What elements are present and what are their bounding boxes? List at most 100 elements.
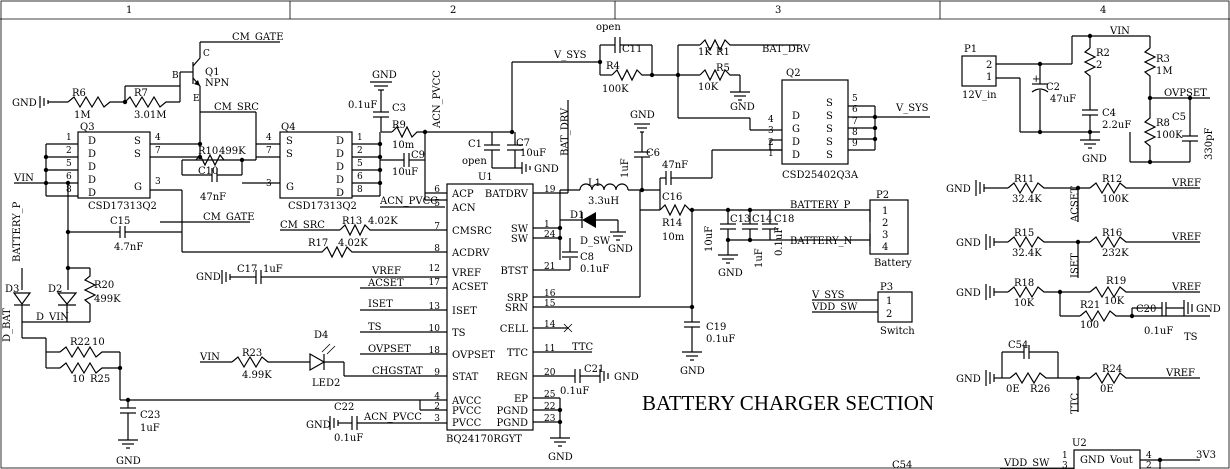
u1-pin-name: ACN: [451, 203, 476, 214]
c5-ref: C5: [1172, 112, 1186, 123]
c23-value: 1uF: [140, 423, 160, 434]
pin-s: S: [134, 149, 141, 160]
c9-value: 10uF: [392, 167, 418, 178]
pin-num: 7: [852, 117, 858, 127]
c16-value: 0.1uF: [580, 264, 609, 275]
pin-s: S: [826, 124, 833, 135]
gnd-label: GND: [614, 372, 639, 383]
u1-pin-name: AVCC: [451, 396, 482, 407]
c13-value: 1uF: [754, 248, 765, 268]
c7-value: open: [462, 156, 487, 167]
p2-label: Battery: [874, 258, 912, 269]
gnd-label: GND: [956, 288, 981, 299]
u2-pin-gnd: GND: [1080, 455, 1105, 466]
r23-ref: R23: [242, 348, 262, 359]
q2-mosfet: Q2 CSD25402Q3A G D D D S S S S S 4 3 2 1…: [768, 68, 930, 181]
c4-value: 2.2uF: [1102, 120, 1131, 131]
u1-pin-number: 21: [544, 262, 555, 272]
u1-pin-number: 7: [434, 222, 440, 232]
r15-ref: R15: [1014, 228, 1034, 239]
u1-pin-number: 19: [544, 185, 556, 195]
r6-value: 1M: [74, 110, 91, 121]
gnd-label: GND: [12, 98, 37, 109]
u1-pin-number: 18: [429, 346, 441, 356]
net-iset: ISET: [368, 299, 393, 310]
u1-pin-name: SRN: [505, 303, 528, 314]
net-vref: VREF: [371, 266, 401, 277]
r11-ref: R11: [1014, 174, 1034, 185]
c3-value: 0.1uF: [348, 100, 377, 111]
c3-ref: C3: [392, 103, 406, 114]
pin-d: D: [792, 111, 800, 122]
net-d-vin: D_VIN: [36, 312, 69, 323]
pin-num: 2: [1146, 461, 1152, 469]
q1-pin-e: E: [193, 94, 200, 104]
c16-ref: C8: [580, 252, 594, 263]
gnd-label: GND: [548, 452, 573, 463]
zone-label: 3: [775, 5, 781, 16]
q1-pin-b: B: [172, 71, 179, 81]
u1-pin-number: 10: [429, 324, 441, 334]
c10-ref: C10: [198, 166, 218, 177]
r3-ref: R3: [1156, 54, 1170, 65]
q2-part: CSD25402Q3A: [782, 170, 859, 181]
r17-value: 4.02K: [338, 238, 368, 249]
c11-value: 47nF: [662, 160, 688, 171]
q4-ref: Q4: [281, 122, 296, 133]
net-3v3: 3V3: [1196, 450, 1216, 461]
q3-ref: Q3: [80, 122, 95, 133]
r2-value: 2: [1096, 60, 1102, 71]
r4-ref: R4: [606, 61, 620, 72]
u2-pin-vout: Vout: [1109, 455, 1133, 466]
pin-s: S: [826, 137, 833, 148]
gnd-label: GND: [534, 164, 559, 175]
p3-switch-connector[interactable]: P3 1 2 V_SYS VDD_SW Switch: [811, 282, 915, 337]
u2-ref: U2: [1072, 438, 1087, 449]
u1-pin-number: 5: [434, 199, 440, 209]
r25-ref: R25: [90, 374, 110, 385]
c12-ref: C13: [730, 214, 750, 225]
r18-value: 10K: [1014, 298, 1035, 309]
pin-num: 6: [66, 172, 72, 182]
r13-ref: R13: [342, 216, 362, 227]
divider-networks: GND R11 32.4K ACSET R12 100K VREF GND R1…: [946, 174, 1221, 414]
pin-num: 2: [66, 146, 72, 156]
pin-num: 8: [852, 128, 858, 138]
c6-ref: C7: [516, 138, 530, 149]
net-vref-3: VREF: [1171, 232, 1201, 243]
u1-pin-number: 16: [544, 289, 556, 299]
pin-s: S: [286, 149, 293, 160]
r26-ref: R26: [1030, 384, 1050, 395]
c2-ref: C2: [1046, 82, 1060, 93]
pin-d: D: [792, 150, 800, 161]
pin-num: 7: [155, 146, 161, 156]
p3-label: Switch: [880, 326, 915, 337]
p2-battery-connector[interactable]: P2 1 2 3 4 Battery: [869, 190, 912, 269]
q3-mosfet: Q3 CSD17313Q2 D D D D D S S G 1 2 5 6 8 …: [13, 122, 200, 232]
pin-d: D: [88, 188, 96, 199]
u1-pin-number: 20: [544, 368, 556, 378]
u1-part: BQ24170RGYT: [446, 434, 522, 445]
pin-s: S: [826, 98, 833, 109]
pin-num: 3: [768, 126, 774, 136]
net-v-sys-2: V_SYS: [895, 103, 929, 114]
pin-s: S: [826, 150, 833, 161]
u1-ref: U1: [478, 172, 493, 183]
pin-d: D: [88, 149, 96, 160]
net-ttc: TTC: [572, 342, 594, 353]
u1-pin-number: 2: [434, 402, 440, 412]
u1-inputs: GND 0.1uF C3 R9 10m ACN_PVCC C9 10uF ACN…: [196, 70, 512, 444]
gnd-label: GND: [630, 110, 655, 121]
c1-ref: C11: [622, 44, 642, 55]
gnd-label: GND: [1082, 154, 1107, 165]
d2-ref: D2: [48, 284, 62, 295]
net-battery-n: BATTERY_N: [790, 236, 853, 247]
net-d-bat: D_BAT: [2, 308, 13, 342]
c23-ref: C23: [140, 410, 160, 421]
net-v-sys-3: V_SYS: [811, 290, 845, 301]
u1-pin-name: BATDRV: [485, 189, 529, 200]
r11-value: 32.4K: [1012, 194, 1042, 205]
net-v-sys: V_SYS: [553, 50, 587, 61]
